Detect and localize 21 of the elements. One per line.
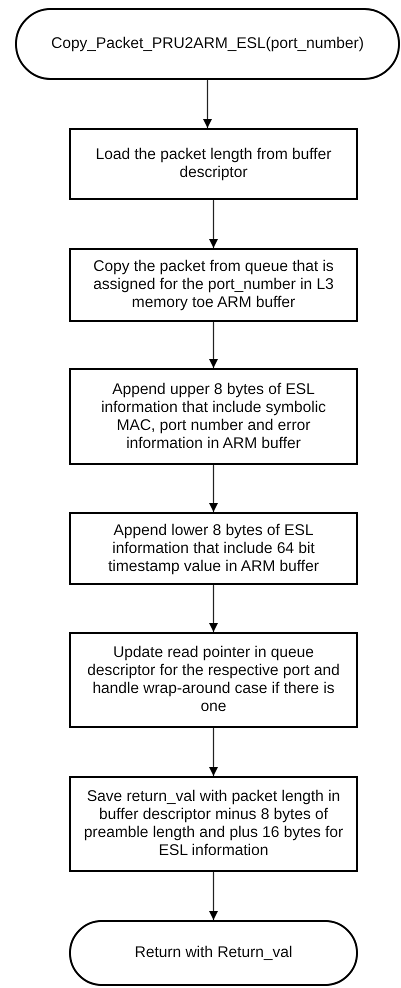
step-text: Append upper 8 bytes of ESL information that include symbolic MAC, port number and error information in ARM buffer — [100, 380, 327, 452]
arrow — [203, 80, 212, 128]
step-text: Append lower 8 bytes of ESL information that include 64 bit timestamp value in ARM buffer — [107, 522, 320, 576]
process-box — [69, 512, 358, 585]
step-text: Return with Return_val — [134, 944, 292, 962]
step-text: Update read pointer in queue descriptor for the respective port and handle wrap-around case if there is one — [86, 644, 341, 716]
arrow — [209, 585, 218, 632]
arrow — [209, 728, 218, 776]
arrow — [209, 200, 218, 248]
process-box — [69, 368, 358, 465]
arrow — [209, 465, 218, 512]
arrow — [209, 322, 218, 368]
process-box — [69, 128, 358, 200]
step-text: Copy_Packet_PRU2ARM_ESL(port_number) — [51, 35, 364, 53]
step-text: Copy the packet from queue that is assigned for the port_number in L3 memory toe ARM buffer — [92, 258, 335, 312]
step-text: Save return_val with packet length in buffer descriptor minus 8 bytes of preamble length and plus 16 bytes for ESL information — [82, 788, 344, 860]
process-box — [69, 248, 358, 322]
step-text: Load the packet length from buffer descriptor — [94, 146, 332, 182]
process-box — [69, 776, 358, 872]
process-box — [69, 632, 358, 728]
arrow — [209, 872, 218, 920]
